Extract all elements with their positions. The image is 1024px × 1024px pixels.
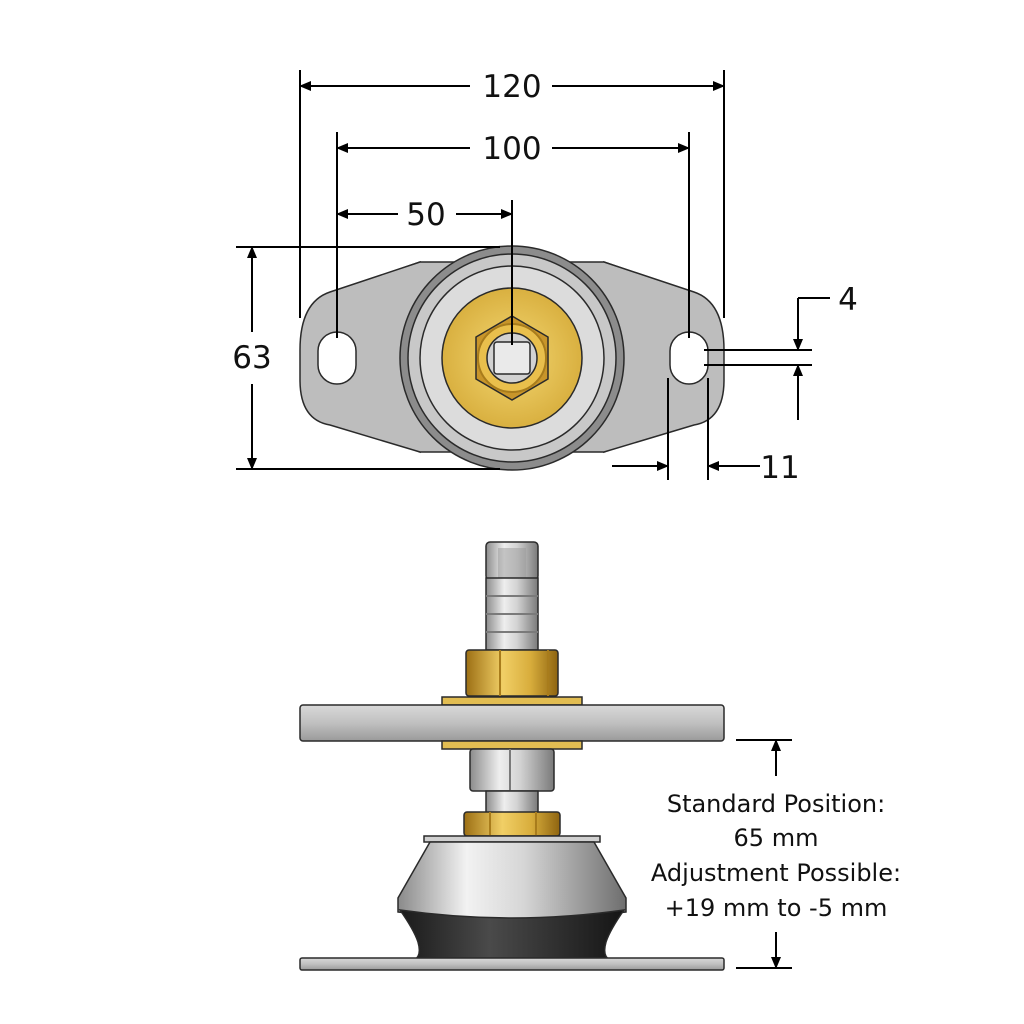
bolt-end-top — [493, 341, 531, 375]
equipment-plate — [299, 704, 725, 742]
side-view: Standard Position: 65 mm Adjustment Poss… — [299, 541, 901, 971]
base-plate — [299, 957, 725, 971]
top-view: 120 100 50 63 4 11 — [232, 69, 858, 486]
lower-brass-nut — [463, 811, 561, 837]
dim-hole-spacing: 100 — [482, 131, 541, 167]
threaded-stud — [485, 577, 539, 651]
note-adjustment-range: +19 mm to -5 mm — [665, 894, 888, 922]
steel-cone — [397, 841, 627, 920]
dim-overall-width: 120 — [482, 69, 541, 105]
upper-brass-washer — [441, 696, 583, 706]
lower-brass-washer — [441, 740, 583, 750]
note-standard-position: Standard Position: — [667, 790, 885, 818]
dim-height: 63 — [232, 340, 271, 376]
rubber-element — [398, 909, 626, 961]
upper-brass-nut — [465, 649, 559, 697]
note-standard-value: 65 mm — [734, 824, 819, 852]
right-slot — [669, 331, 709, 385]
dim-slot-length: 11 — [760, 450, 799, 486]
steel-nut — [469, 748, 555, 792]
cone-top-disc — [423, 835, 601, 843]
dim-half-spacing: 50 — [406, 197, 445, 233]
note-adjustment-label: Adjustment Possible: — [651, 859, 901, 887]
left-slot — [317, 331, 357, 385]
dim-slot-width: 4 — [838, 282, 858, 318]
